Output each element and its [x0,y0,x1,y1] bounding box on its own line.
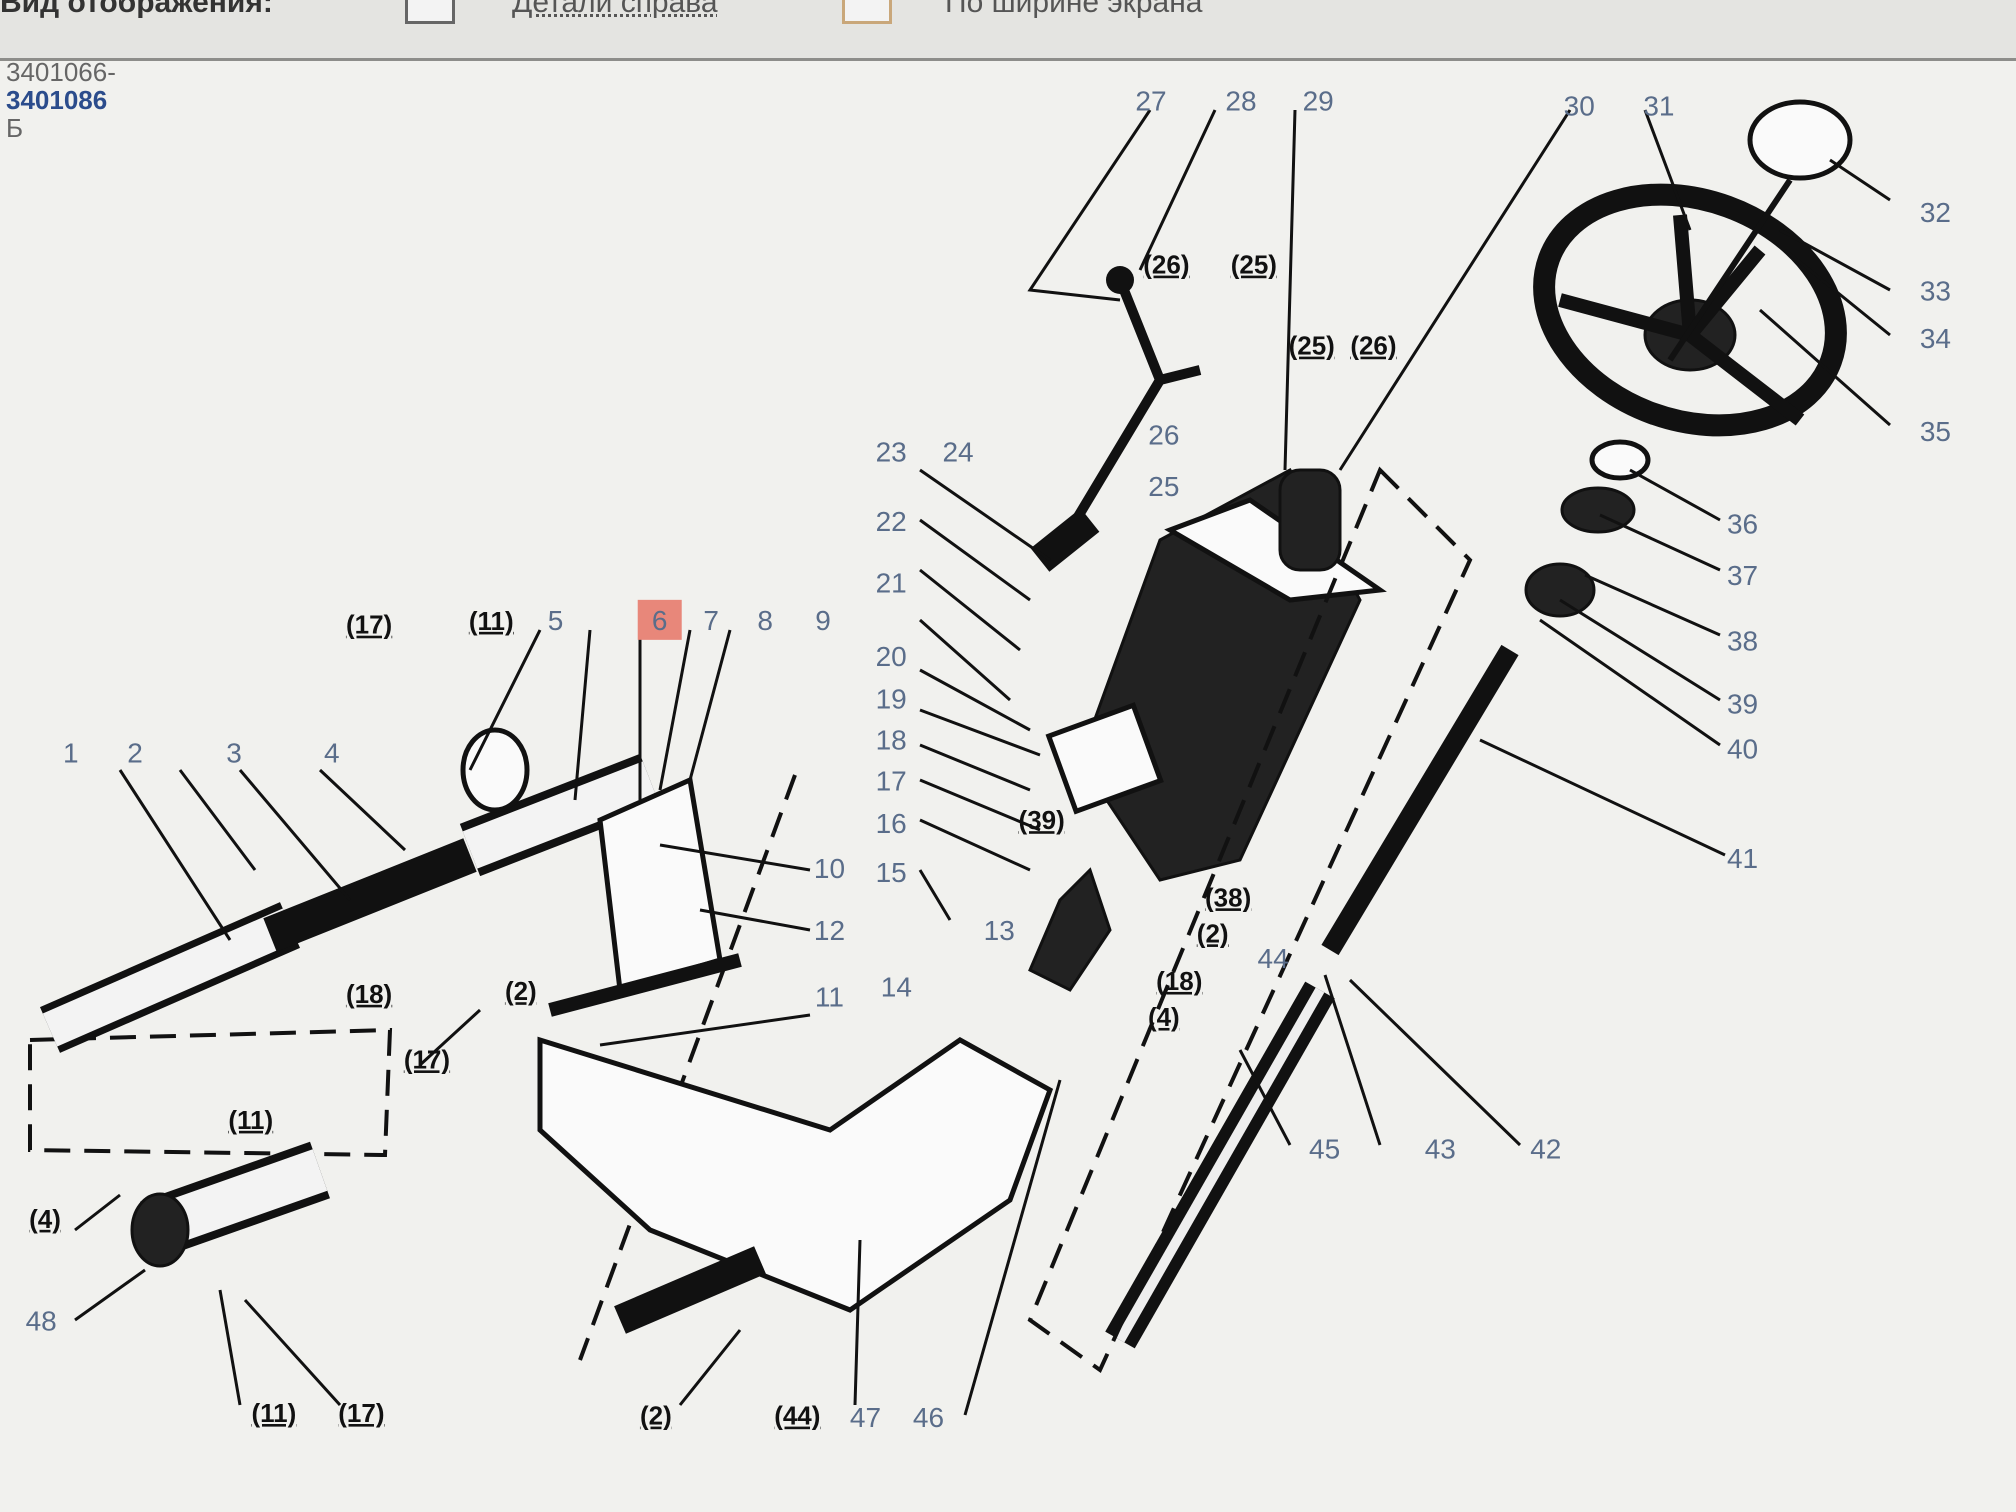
callout-label-27[interactable]: 27 [1135,85,1166,116]
details-right-checkbox[interactable] [405,0,455,24]
code-line-3: Б [6,113,24,143]
callout-label-29[interactable]: 29 [1303,85,1334,116]
callout-label-9[interactable]: 9 [815,605,831,636]
callout-label-45[interactable]: 45 [1309,1133,1340,1164]
callout-label-11[interactable]: (11) [469,606,514,636]
callout-label-41[interactable]: 41 [1727,843,1758,874]
callout-label-17[interactable]: (17) [346,610,392,640]
drawing [28,99,1891,1416]
callout-label-11[interactable]: (11) [228,1105,273,1135]
callout-label-16[interactable]: 16 [876,808,907,839]
callout-label-6[interactable]: 6 [652,605,668,636]
callout-label-7[interactable]: 7 [703,605,719,636]
callout-label-28[interactable]: 28 [1225,85,1256,116]
toolbar: Вид отображения: Детали справа По ширине… [0,0,2016,61]
callout-label-8[interactable]: 8 [757,605,773,636]
callout-label-2[interactable]: (2) [640,1401,672,1431]
callout-label-39[interactable]: (39) [1019,805,1065,835]
callout-label-32[interactable]: 32 [1920,197,1951,228]
callout-label-17[interactable]: (17) [404,1044,450,1074]
view-mode-label: Вид отображения: [0,0,273,19]
callout-label-35[interactable]: 35 [1920,416,1951,447]
callout-label-2[interactable]: (2) [1197,918,1229,948]
callout-label-18[interactable]: (18) [346,979,392,1009]
callout-label-46[interactable]: 46 [913,1402,944,1433]
callout-label-26[interactable]: (26) [1143,250,1189,280]
callout-label-37[interactable]: 37 [1727,560,1758,591]
callout-label-11[interactable]: 11 [815,982,844,1013]
callout-label-2[interactable]: 2 [127,737,143,768]
callout-label-44[interactable]: (44) [774,1401,820,1431]
callout-label-13[interactable]: 13 [984,915,1015,946]
callout-label-15[interactable]: 15 [876,857,907,888]
callout-label-21[interactable]: 21 [876,568,907,599]
fit-width-checkbox[interactable] [842,0,892,24]
callout-label-12[interactable]: 12 [814,915,845,946]
callout-label-22[interactable]: 22 [876,506,907,537]
callout-label-25[interactable]: (25) [1231,250,1277,280]
callout-label-38[interactable]: 38 [1727,625,1758,656]
callout-label-39[interactable]: 39 [1727,688,1758,719]
callout-label-4[interactable]: (4) [1148,1002,1180,1032]
callout-label-3[interactable]: 3 [226,737,242,768]
callout-label-17[interactable]: (17) [338,1398,384,1428]
callout-label-40[interactable]: 40 [1727,733,1758,764]
callout-label-1[interactable]: 1 [63,737,79,768]
callout-label-38[interactable]: (38) [1205,882,1251,912]
horn-cap-shape [1747,99,1853,181]
callout-label-42[interactable]: 42 [1530,1133,1561,1164]
callout-label-30[interactable]: 30 [1564,90,1595,121]
callout-label-19[interactable]: 19 [876,683,907,714]
callout-label-43[interactable]: 43 [1425,1133,1456,1164]
callout-label-31[interactable]: 31 [1643,90,1674,121]
steering-wheel-shape [1533,183,1847,437]
callout-label-47[interactable]: 47 [850,1402,881,1433]
callout-label-2[interactable]: (2) [505,976,537,1006]
wheel-spokes-shape [1558,214,1805,426]
callout-label-18[interactable]: 18 [876,724,907,755]
callout-label-25[interactable]: 25 [1148,471,1179,502]
details-right-option[interactable]: Детали справа [512,0,718,19]
callout-label-34[interactable]: 34 [1920,323,1951,354]
callout-label-4[interactable]: (4) [29,1204,61,1234]
callout-label-26[interactable]: 26 [1148,420,1179,451]
code-line-1: 3401066- [6,57,116,87]
callout-label-44[interactable]: 44 [1258,943,1289,974]
fit-width-option[interactable]: По ширине экрана [945,0,1203,19]
callout-label-10[interactable]: 10 [814,853,845,884]
callout-label-18[interactable]: (18) [1156,966,1202,996]
callout-label-23[interactable]: 23 [876,436,907,467]
callout-label-33[interactable]: 33 [1920,276,1951,307]
callout-label-5[interactable]: 5 [548,605,564,636]
callout-label-17[interactable]: 17 [876,766,907,797]
callout-label-4[interactable]: 4 [324,737,340,768]
callout-label-14[interactable]: 14 [881,971,912,1002]
highlight-box [637,599,682,640]
callout-label-20[interactable]: 20 [876,641,907,672]
callout-label-48[interactable]: 48 [26,1306,57,1337]
callout-label-25[interactable]: (25) [1289,331,1335,361]
callout-label-24[interactable]: 24 [942,436,973,467]
code-line-2[interactable]: 3401086 [6,85,108,115]
callout-label-11[interactable]: (11) [252,1398,297,1428]
callout-label-36[interactable]: 36 [1727,508,1758,539]
part-code: 3401066- 3401086 Б [6,58,116,142]
callout-label-26[interactable]: (26) [1350,331,1396,361]
